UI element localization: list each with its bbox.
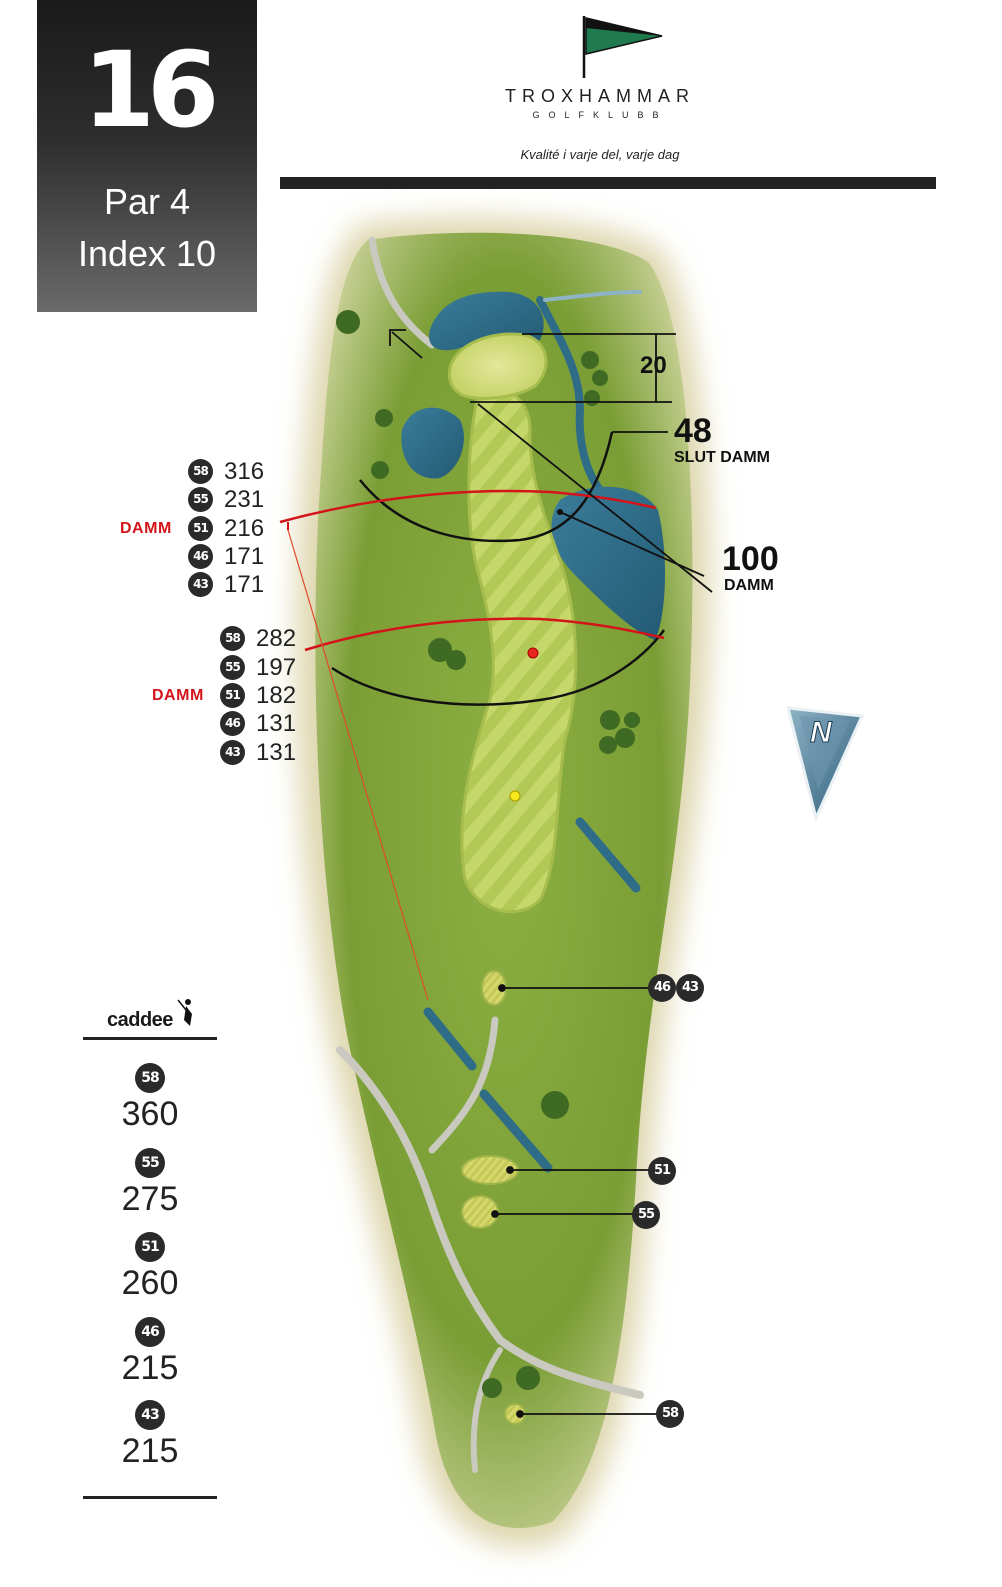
cart-path-tee — [470, 1347, 503, 1473]
tee-callout-lines — [491, 984, 660, 1418]
club-tagline: Kvalité i varje del, varje dag — [520, 147, 680, 162]
hole-par: Par 4 — [103, 181, 191, 222]
fairway — [460, 387, 578, 914]
tee-badge: 55 — [632, 1201, 660, 1229]
cart-path-bottom — [336, 1046, 644, 1399]
compass-north: N — [810, 716, 833, 749]
tee-badge: 43 — [220, 740, 245, 765]
tee-badge: 46 — [648, 974, 676, 1002]
tee-badge: 58 — [135, 1063, 165, 1093]
yardage-value: 131 — [256, 710, 297, 737]
yardage-value: 131 — [256, 739, 297, 766]
damm-label: DAMM — [152, 687, 204, 704]
slut-damm-distance: 48 — [674, 412, 712, 450]
hole-length: 215 — [121, 1432, 179, 1470]
yellow-marker — [509, 790, 521, 802]
yardage-value: 171 — [224, 571, 265, 598]
tee-badge: 51 — [220, 683, 245, 708]
ditch-lower-2 — [479, 1089, 553, 1173]
hole-length: 215 — [121, 1349, 179, 1387]
tee-badge: 43 — [188, 572, 213, 597]
distance-arcs — [331, 431, 666, 706]
hole-header: 16 Par 4 Index 10 — [37, 0, 257, 312]
pond-left — [401, 407, 464, 479]
yardage-value: 171 — [224, 543, 265, 570]
tee-total: 58 360 — [100, 1063, 200, 1133]
tee-total: 51 260 — [100, 1232, 200, 1302]
tee-badge: 55 — [135, 1148, 165, 1178]
hole-index: Index 10 — [77, 233, 217, 274]
club-subtitle: GOLFKLUBB — [532, 110, 668, 120]
tee-badge: 58 — [220, 626, 245, 651]
tee-total: 55 275 — [100, 1148, 200, 1218]
tee-badge: 58 — [656, 1400, 684, 1428]
ditch-lower-1 — [423, 1007, 477, 1071]
caddee-divider-top — [83, 1037, 217, 1040]
yardage-value: 231 — [224, 486, 265, 513]
yardage-value: 316 — [224, 458, 265, 485]
pond-right — [551, 486, 666, 640]
tee-total: 46 215 — [100, 1317, 200, 1387]
caddee-logo: caddee — [107, 1009, 173, 1031]
tee-badge: 51 — [188, 516, 213, 541]
tee-badge: 46 — [220, 711, 245, 736]
compass-icon — [786, 706, 865, 823]
hole-length: 275 — [121, 1180, 179, 1218]
damm-guide-line — [287, 529, 429, 1001]
ditch-mid — [575, 817, 641, 893]
caddee-divider-bottom — [83, 1496, 217, 1499]
header-divider — [280, 177, 936, 189]
tee-badge: 43 — [676, 974, 704, 1002]
cart-path-branch — [428, 1016, 499, 1154]
tee-badge: 51 — [135, 1232, 165, 1262]
club-name: TROXHAMMAR — [505, 86, 695, 106]
green-depth: 20 — [640, 352, 667, 379]
club-flag-icon — [582, 16, 663, 78]
tee-badge: 51 — [648, 1157, 676, 1185]
tee-badge: 55 — [188, 487, 213, 512]
damm-arcs — [279, 489, 665, 652]
exit-arrow-icon — [389, 329, 423, 359]
yardage-value: 216 — [224, 515, 265, 542]
tee-total: 43 215 — [100, 1400, 200, 1470]
slut-damm-dot — [557, 509, 563, 515]
slut-damm-label: SLUT DAMM — [674, 449, 770, 466]
green — [447, 332, 548, 400]
caddee-golfer-icon — [177, 999, 192, 1026]
cart-path-top — [368, 236, 436, 349]
yardage-value: 182 — [256, 682, 297, 709]
yardage-value: 197 — [256, 654, 297, 681]
tee-badge: 46 — [135, 1317, 165, 1347]
callout-lines — [470, 333, 713, 593]
stream — [536, 296, 604, 494]
damm-label: DAMM — [120, 520, 172, 537]
tee-badge: 55 — [220, 655, 245, 680]
tee-badge: 58 — [188, 459, 213, 484]
tee-badge: 46 — [188, 544, 213, 569]
tee-badge: 43 — [135, 1400, 165, 1430]
damm-label: DAMM — [724, 577, 774, 594]
red-marker — [527, 647, 539, 659]
hole-length: 360 — [121, 1095, 179, 1133]
yardage-value: 282 — [256, 625, 297, 652]
trees — [336, 310, 640, 1398]
damm-distance: 100 — [722, 540, 779, 578]
hole-number: 16 — [82, 29, 220, 151]
hole-length: 260 — [121, 1264, 179, 1302]
stream-top — [543, 290, 642, 302]
